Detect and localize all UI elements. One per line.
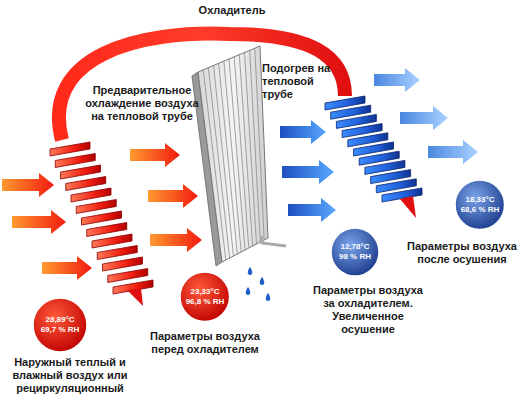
state-circle: 12,78°C98 % RH xyxy=(329,226,381,278)
airflow-arrow xyxy=(428,140,478,164)
state-value: 23,33°C xyxy=(190,287,219,297)
heat-pipe-fin xyxy=(108,269,148,283)
state-values: 12,78°C98 % RH xyxy=(329,226,381,278)
state-circle: 23,33°C96,8 % RH xyxy=(178,270,232,324)
heat-pipe-fin xyxy=(87,223,127,237)
drain-pipe xyxy=(262,236,286,246)
state-value: 69,7 % RH xyxy=(41,325,80,335)
water-drop xyxy=(260,277,265,285)
circle-outline xyxy=(331,228,379,276)
airflow-arrow xyxy=(288,198,336,222)
cooler-panel xyxy=(198,46,268,262)
heat-pipe-fin xyxy=(66,177,106,191)
airflow-arrow xyxy=(2,173,54,197)
caption-label: Параметры воздуха за охладителем. Увелич… xyxy=(306,284,430,336)
circle-outline xyxy=(180,272,230,322)
heat-pipe-fin xyxy=(97,246,137,260)
state-values: 28,89°C69,7 % RH xyxy=(31,296,89,354)
airflow-arrow xyxy=(400,106,448,130)
cooler-fin xyxy=(224,61,241,252)
airflow-arrow xyxy=(12,210,66,234)
heat-pipe-fin xyxy=(61,165,101,179)
circle-outline xyxy=(33,298,87,352)
heat-pipe-fin xyxy=(92,234,132,248)
state-value: 12,78°C xyxy=(341,242,370,252)
airflow-arrow xyxy=(148,184,198,208)
process-label: Предварительное охлаждение воздуха на те… xyxy=(78,84,206,123)
state-circle: 28,89°C69,7 % RH xyxy=(31,296,89,354)
state-value: 98 % RH xyxy=(339,252,371,262)
cooler-fin xyxy=(245,53,257,245)
heat-pipe-fin xyxy=(103,257,143,271)
state-value: 28,89°C xyxy=(46,315,75,325)
caption-label: Параметры воздуха перед охладителем xyxy=(143,330,267,356)
cooler-fin xyxy=(219,63,238,254)
heat-pipe-end xyxy=(400,196,416,218)
airflow-arrow xyxy=(130,143,180,167)
circle-outline xyxy=(455,180,505,230)
airflow-arrow xyxy=(42,256,92,280)
caption-label: Наружный теплый и влажный воздух или рец… xyxy=(1,356,139,395)
state-value: 18,33°C xyxy=(465,195,494,205)
water-drop xyxy=(266,293,271,301)
airflow-arrow xyxy=(282,160,334,184)
state-values: 18,33°C68,6 % RH xyxy=(453,178,507,232)
water-drop xyxy=(246,287,251,295)
airflow-arrow xyxy=(280,120,326,144)
heat-pipe-fin xyxy=(82,211,122,225)
state-value: 96,8 % RH xyxy=(186,297,225,307)
airflow-arrow xyxy=(150,228,202,252)
heat-pipe-fin xyxy=(71,188,111,202)
component-label: Охладитель xyxy=(187,4,277,17)
heat-pipe-end xyxy=(127,288,143,306)
heat-pipe-fin xyxy=(50,142,90,156)
state-value: 68,6 % RH xyxy=(461,205,500,215)
caption-label: Параметры воздуха после осушения xyxy=(402,240,522,266)
heat-pipe-fin xyxy=(76,200,116,214)
state-values: 23,33°C96,8 % RH xyxy=(178,270,232,324)
cooler-fin xyxy=(250,50,261,242)
cooler-fin xyxy=(214,66,234,257)
airflow-arrow xyxy=(374,68,420,92)
heat-pipe-fin xyxy=(55,154,95,168)
cooler-fin xyxy=(208,68,229,258)
state-circle: 18,33°C68,6 % RH xyxy=(453,178,507,232)
process-label: Подогрев на тепловой трубе xyxy=(262,62,336,101)
water-drop xyxy=(248,267,253,275)
cooler-fin xyxy=(229,59,245,250)
